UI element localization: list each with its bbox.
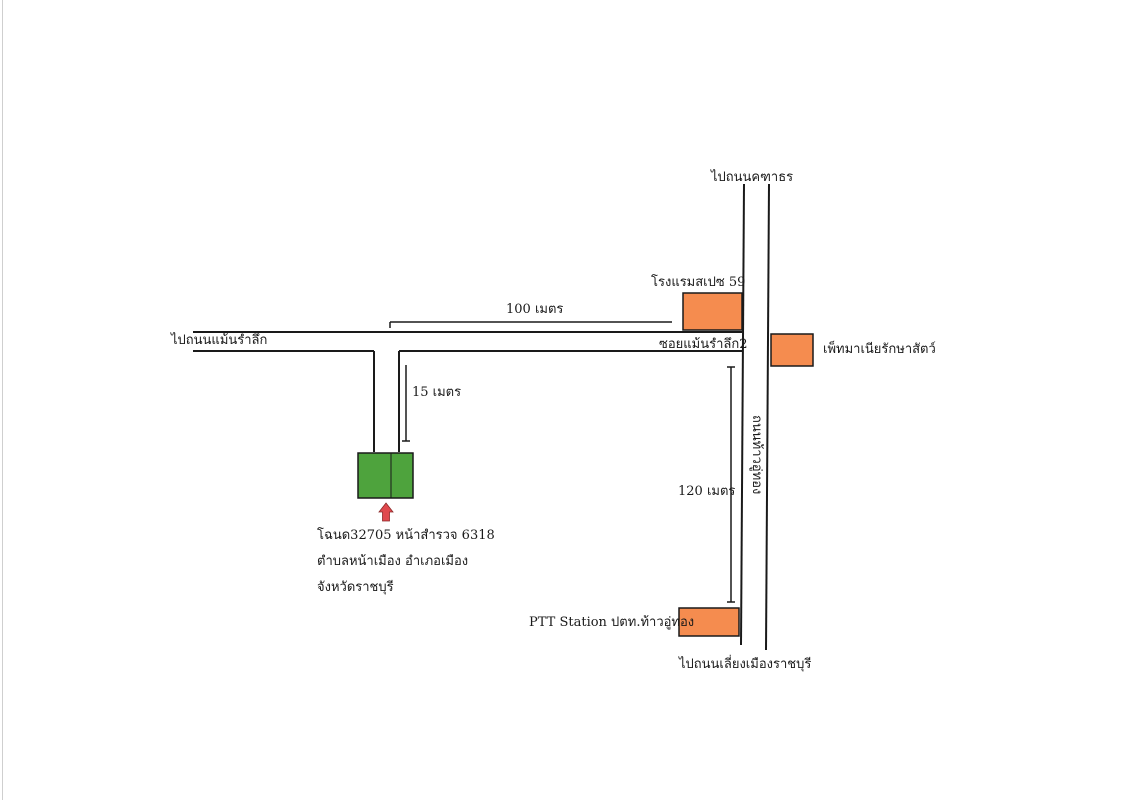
main-road-label: ถนนท้าวอู่ทอง bbox=[749, 415, 764, 495]
deed-line-3: จังหวัดราชบุรี bbox=[317, 580, 394, 595]
distance-120-label: 120 เมตร bbox=[678, 484, 736, 499]
petmania-marker bbox=[770, 333, 814, 367]
hotel-label: โรงแรมสเปซ 59 bbox=[651, 275, 746, 290]
hotel-marker bbox=[682, 292, 743, 331]
distance-100-label: 100 เมตร bbox=[506, 302, 564, 317]
distance-15-label: 15 เมตร bbox=[412, 385, 462, 400]
petmania-label: เพ็ทมาเนียรักษาสัตว์ bbox=[823, 342, 936, 357]
up-arrow-icon bbox=[378, 502, 394, 522]
main-road-west-edge bbox=[740, 183, 745, 646]
ptt-station-marker bbox=[678, 607, 740, 637]
deed-line-1: โฉนด32705 หน้าสำรวจ 6318 bbox=[317, 528, 495, 543]
west-road-label: ไปถนนแม้นรำลึก bbox=[171, 333, 268, 348]
page-edge bbox=[2, 0, 3, 800]
south-road-label: ไปถนนเลี่ยงเมืองราชบุรี bbox=[679, 657, 812, 672]
subject-plot bbox=[357, 452, 414, 499]
ptt-station-label: PTT Station ปตท.ท้าวอู่ทอง bbox=[529, 615, 695, 630]
deed-line-2: ตำบลหน้าเมือง อำเภอเมือง bbox=[317, 554, 469, 569]
soi-label: ซอยแม้นรำลึก2 bbox=[659, 337, 748, 352]
north-road-label: ไปถนนคฑาธร bbox=[711, 170, 794, 185]
main-road-east-edge bbox=[765, 183, 770, 651]
